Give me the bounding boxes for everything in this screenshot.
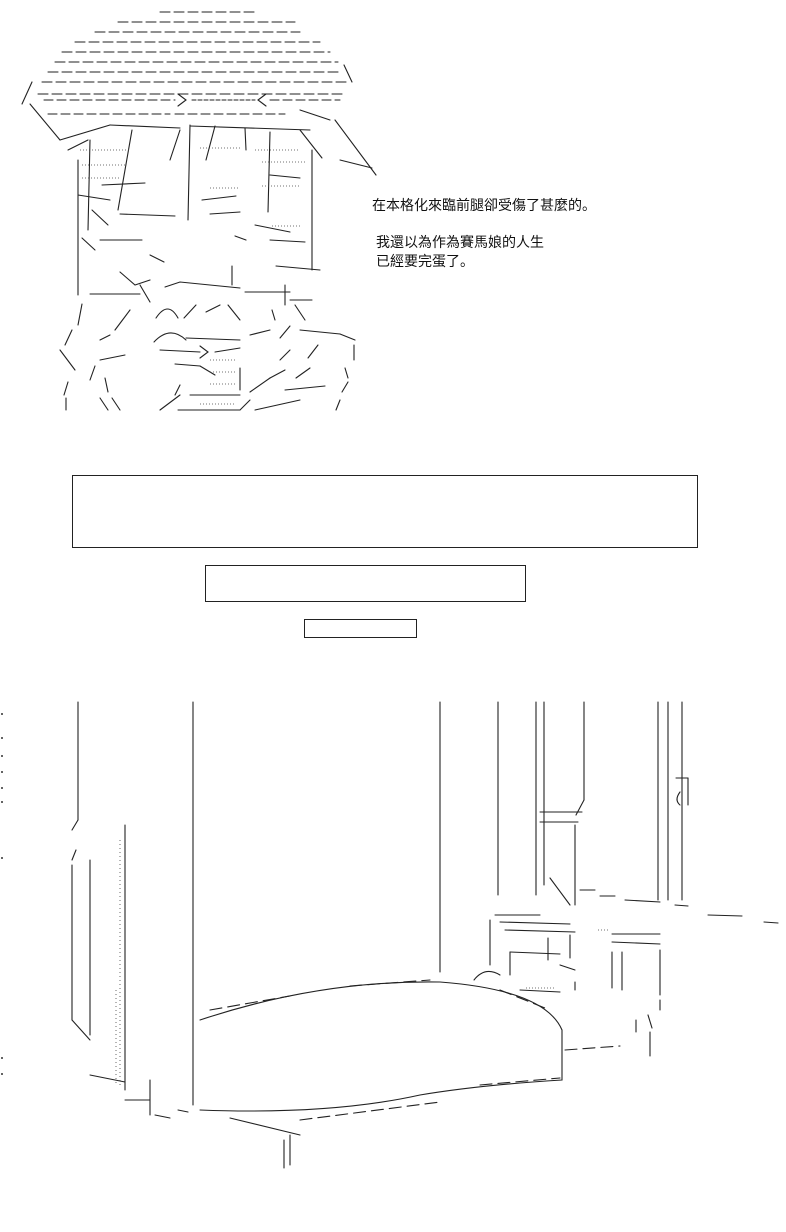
empty-text-box-medium — [205, 565, 526, 602]
body-shading — [200, 359, 236, 405]
left-furniture-shading — [115, 840, 121, 1085]
chair — [473, 889, 779, 1057]
character-ascii-art — [21, 11, 377, 411]
left-edge-dots — [1, 713, 3, 1075]
empty-text-box-large — [72, 475, 698, 548]
caption-line-2: 我還以為作為賽馬娘的人生 — [376, 235, 544, 251]
hair — [59, 124, 373, 296]
hair-shading — [80, 147, 305, 227]
left-furniture — [71, 701, 194, 1119]
body — [59, 254, 356, 411]
caption-line-1: 在本格化來臨前腿卻受傷了甚麼的。 — [372, 198, 596, 214]
hat-crown — [21, 11, 377, 176]
table-outline — [199, 981, 563, 1169]
right-wall — [439, 701, 689, 973]
empty-text-box-small — [304, 619, 417, 638]
room-scene-ascii-art — [1, 701, 779, 1169]
chair-shading — [526, 929, 608, 989]
table-edge-dashes — [209, 979, 621, 1121]
caption-line-3: 已經要完蛋了。 — [376, 254, 474, 270]
